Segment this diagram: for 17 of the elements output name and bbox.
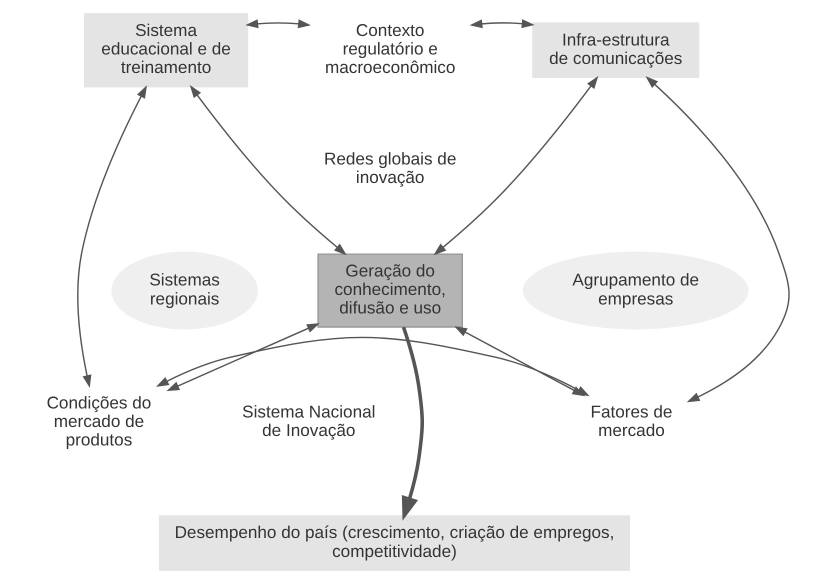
arrow (434, 76, 598, 256)
node-box: Desempenho do país (crescimento, criação de empregos, competitividade) (158, 515, 630, 571)
arrow (470, 19, 535, 28)
arrow (166, 323, 320, 392)
arrow (402, 326, 424, 521)
label: Redes globais de inovação (324, 148, 456, 188)
node-box: Infra-estrutura de comunicações (532, 22, 700, 78)
arrow (245, 19, 311, 28)
arrow (190, 85, 347, 256)
node-box: Geração do conhecimento, difusão e uso (317, 253, 463, 328)
node-text: Condições do mercado de produtos (46, 392, 152, 450)
arrow (77, 85, 147, 388)
arrow (646, 76, 790, 402)
node-box: Sistema educacional e de treinamento (84, 13, 248, 88)
label: Sistema Nacional de Inovação (242, 402, 376, 440)
node-text: Fatores de mercado (590, 402, 672, 440)
node-text: Contexto regulatório e macroeconômico (324, 20, 456, 78)
